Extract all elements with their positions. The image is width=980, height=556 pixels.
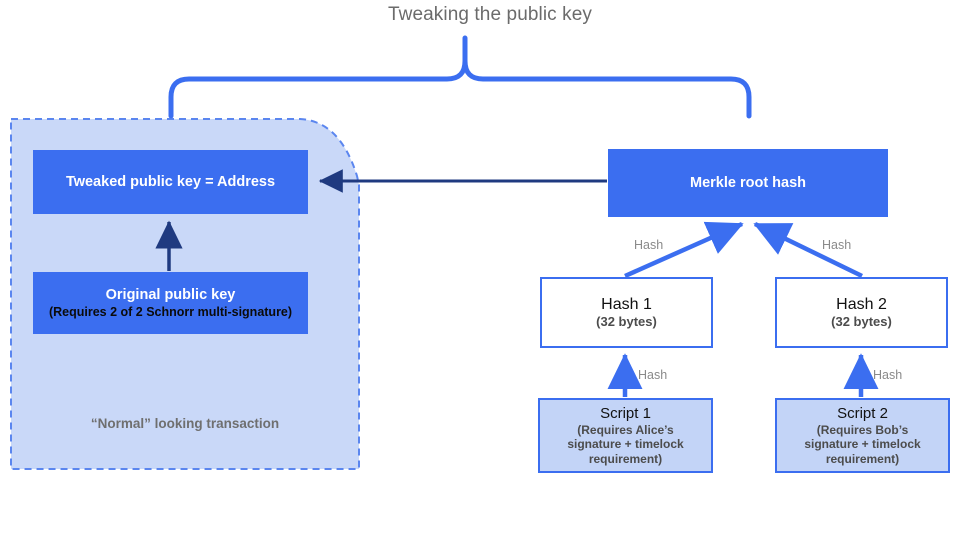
hash-1-sublabel: (32 bytes) <box>596 314 657 329</box>
diagram-title: Tweaking the public key <box>387 4 593 25</box>
hash-2-box: Hash 2 (32 bytes) <box>775 277 948 348</box>
original-public-key-box: Original public key (Requires 2 of 2 Sch… <box>33 272 308 334</box>
script-1-sublabel-line-2: signature + timelock <box>567 437 684 452</box>
edge-label-script1-to-hash1: Hash <box>638 368 668 382</box>
script-2-sublabel-line-3: requirement) <box>825 451 900 466</box>
tweaked-public-key-label: Tweaked public key = Address <box>65 174 276 190</box>
tweaked-public-key-box: Tweaked public key = Address <box>33 150 308 214</box>
script-1-sublabel-line-1: (Requires Alice’s <box>577 422 674 437</box>
script-2-sublabel-line-2: signature + timelock <box>804 437 921 452</box>
script-2-box: Script 2 (Requires Bob’s signature + tim… <box>775 398 950 473</box>
normal-transaction-caption: “Normal” looking transaction <box>90 416 280 431</box>
script-2-label: Script 2 <box>837 404 888 422</box>
edge-label-hash1-to-root: Hash <box>634 238 664 252</box>
grouping-brace <box>168 35 752 119</box>
merkle-root-hash-label: Merkle root hash <box>689 175 807 191</box>
arrow-hash1-to-root <box>624 221 744 279</box>
hash-2-sublabel: (32 bytes) <box>831 314 892 329</box>
original-public-key-sublabel: (Requires 2 of 2 Schnorr multi-signature… <box>48 304 293 319</box>
script-1-label: Script 1 <box>600 404 651 422</box>
hash-2-label: Hash 2 <box>836 296 887 313</box>
script-1-sublabel-line-3: requirement) <box>588 451 663 466</box>
arrow-hash2-to-root <box>753 221 863 279</box>
merkle-root-hash-box: Merkle root hash <box>608 149 888 217</box>
script-2-sublabel-line-1: (Requires Bob’s <box>816 422 909 437</box>
original-public-key-label: Original public key <box>105 286 236 303</box>
edge-label-script2-to-hash2: Hash <box>873 368 903 382</box>
hash-1-label: Hash 1 <box>601 296 652 313</box>
hash-1-box: Hash 1 (32 bytes) <box>540 277 713 348</box>
script-1-box: Script 1 (Requires Alice’s signature + t… <box>538 398 713 473</box>
edge-label-hash2-to-root: Hash <box>822 238 852 252</box>
